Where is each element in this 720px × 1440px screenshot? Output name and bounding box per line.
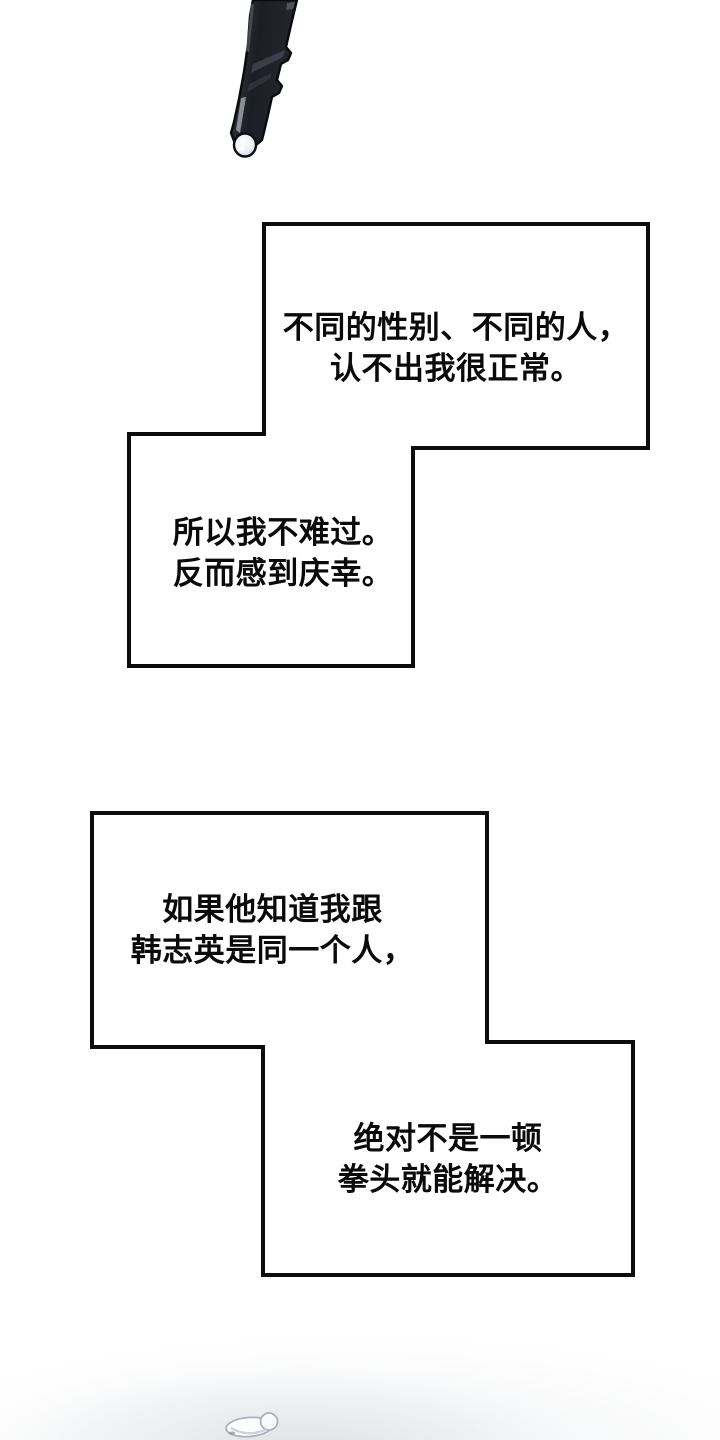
narration-line: 绝对不是一顿	[353, 1120, 543, 1156]
narration-line: 所以我不难过。	[172, 515, 394, 550]
narration-line: 不同的性别、不同的人，	[282, 310, 630, 345]
narration-text-3: 如果他知道我跟 韩志英是同一个人，	[92, 813, 487, 1047]
knife-lower-streak	[236, 97, 246, 133]
narration-box-group-top-outline	[127, 222, 650, 668]
falling-knife-illustration	[229, 0, 299, 158]
floor-shadow	[0, 1322, 720, 1440]
liquid-drop-highlight	[237, 146, 245, 152]
knife-highlight-band2	[247, 73, 272, 92]
narration-line: 反而感到庆幸。	[172, 556, 394, 591]
narration-line: 拳头就能解决。	[337, 1161, 559, 1197]
narration-line: 韩志英是同一个人，	[130, 933, 415, 968]
narration-box-group-bottom-outline	[90, 811, 635, 1277]
liquid-drop-illustration	[232, 132, 258, 158]
narration-text-4: 绝对不是一顿 拳头就能解决。	[263, 1042, 633, 1275]
narration-text-1: 不同的性别、不同的人， 认不出我很正常。	[264, 224, 648, 460]
narration-line: 认不出我很正常。	[330, 351, 582, 386]
knife-highlight-band	[251, 50, 285, 73]
floor-puddle-illustration	[225, 1412, 279, 1438]
narration-line: 如果他知道我跟	[162, 892, 383, 927]
knife-highlight-edge	[246, 4, 254, 52]
narration-text-2: 所以我不难过。 反而感到庆幸。	[129, 434, 413, 666]
knife-top-glint	[286, 2, 295, 10]
